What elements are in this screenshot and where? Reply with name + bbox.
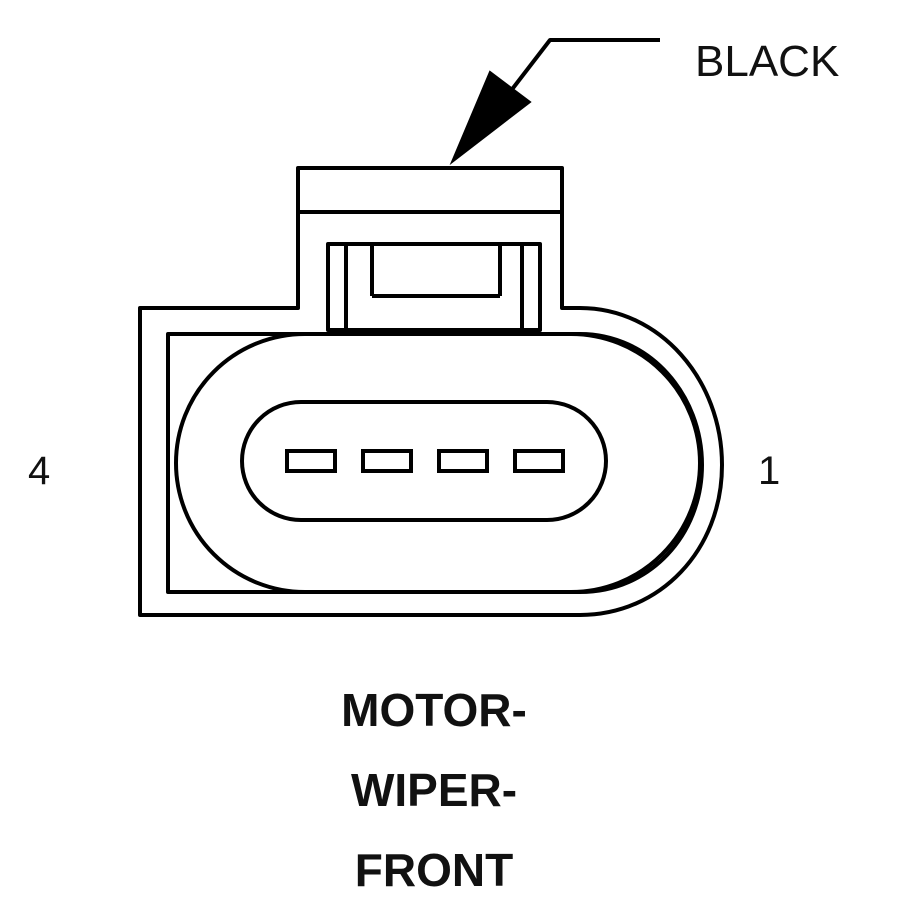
latch-tab [326,242,542,332]
pin-label-left: 4 [28,449,50,493]
pin-slot [437,449,489,473]
title-line-2: WIPER- [351,764,517,816]
pin-slot [361,449,413,473]
pin-slots [285,449,565,473]
connector-housing-inner [166,332,704,594]
pin-slot [285,449,337,473]
callout-leader-line [508,38,660,94]
callout-color-label: BLACK [695,37,839,86]
latch-frame [326,242,542,332]
callout-arrow [449,38,660,166]
terminal-cavity [240,400,608,522]
pin-slot [513,449,565,473]
callout-arrowhead [449,70,532,166]
pin-label-right: 1 [758,449,780,493]
title-line-3: FRONT [355,844,513,896]
title-line-1: MOTOR- [341,684,527,736]
